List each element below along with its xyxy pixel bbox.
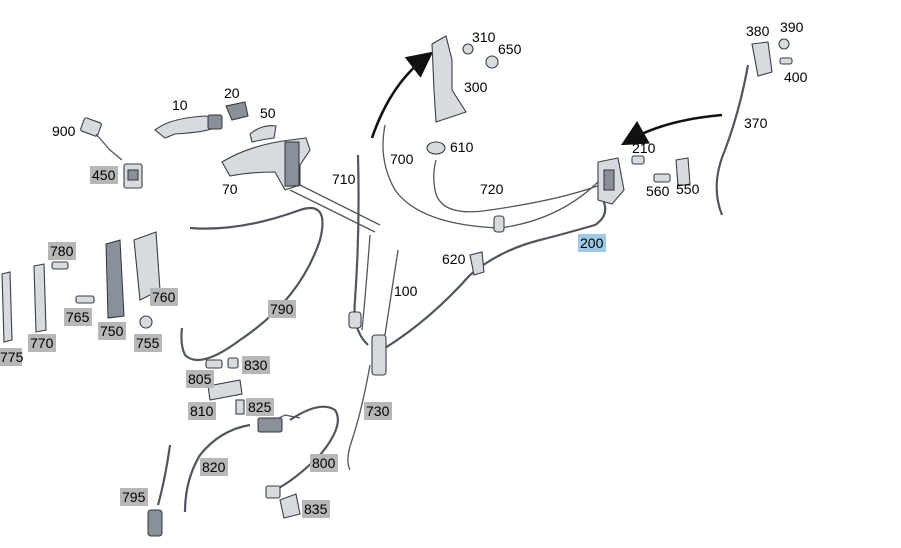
cable-700 bbox=[382, 124, 601, 229]
direction-arrow-top bbox=[370, 51, 434, 139]
cable-820 bbox=[183, 423, 251, 513]
part-10-door-handle[interactable] bbox=[154, 114, 223, 139]
cable-720 bbox=[433, 159, 601, 213]
part-20-bracket[interactable] bbox=[225, 101, 249, 121]
callout-835: 835 bbox=[304, 501, 328, 517]
part-70-handle-carrier[interactable] bbox=[221, 137, 311, 191]
callout-610: 610 bbox=[450, 139, 474, 155]
callout-800: 800 bbox=[312, 455, 336, 471]
callout-710: 710 bbox=[332, 171, 356, 187]
callout-560: 560 bbox=[646, 183, 670, 199]
callout-390: 390 bbox=[780, 19, 804, 35]
callout-790: 790 bbox=[270, 301, 294, 317]
part-775-rail[interactable] bbox=[1, 271, 13, 343]
part-810-bracket[interactable] bbox=[207, 379, 243, 401]
part-900-connector[interactable] bbox=[80, 117, 123, 161]
part-50-cap[interactable] bbox=[249, 125, 277, 143]
callout-775: 775 bbox=[0, 349, 24, 365]
part-550-bracket[interactable] bbox=[675, 157, 691, 187]
cable-sleeve-710 bbox=[348, 311, 362, 329]
part-835-connector[interactable] bbox=[279, 493, 301, 519]
callout-830: 830 bbox=[244, 357, 268, 373]
callout-20: 20 bbox=[224, 85, 240, 101]
part-380-catch[interactable] bbox=[751, 41, 773, 77]
cable-100b bbox=[361, 234, 371, 331]
part-800-connector[interactable] bbox=[265, 485, 281, 499]
callout-730: 730 bbox=[366, 403, 390, 419]
part-730-actuator[interactable] bbox=[371, 334, 387, 376]
cable-370 bbox=[715, 64, 750, 216]
callout-100: 100 bbox=[394, 283, 418, 299]
callout-795: 795 bbox=[122, 489, 146, 505]
callout-900: 900 bbox=[52, 123, 76, 139]
callout-200-selected[interactable]: 200 bbox=[578, 234, 606, 252]
callout-765: 765 bbox=[66, 309, 90, 325]
part-800-module[interactable] bbox=[257, 417, 283, 433]
callout-770: 770 bbox=[30, 335, 54, 351]
part-750-plate[interactable] bbox=[105, 239, 125, 319]
callout-720: 720 bbox=[480, 181, 504, 197]
callout-700: 700 bbox=[390, 151, 414, 167]
part-765-screw[interactable] bbox=[75, 295, 95, 304]
callout-10: 10 bbox=[172, 97, 188, 113]
part-390-screw[interactable] bbox=[778, 38, 790, 50]
callout-300: 300 bbox=[464, 79, 488, 95]
part-770-striker[interactable] bbox=[33, 263, 47, 333]
callout-810: 810 bbox=[190, 403, 214, 419]
part-830-clip[interactable] bbox=[227, 357, 239, 369]
part-200-door-lock[interactable] bbox=[597, 157, 625, 205]
callout-755: 755 bbox=[136, 335, 160, 351]
part-560-screw[interactable] bbox=[653, 173, 671, 183]
callout-210: 210 bbox=[632, 140, 656, 156]
callout-380: 380 bbox=[746, 23, 770, 39]
cable-710 bbox=[353, 154, 369, 346]
callout-620: 620 bbox=[442, 251, 466, 267]
part-780-screw[interactable] bbox=[51, 261, 69, 270]
callout-550: 550 bbox=[676, 181, 700, 197]
part-400-screw[interactable] bbox=[779, 57, 793, 65]
callout-750: 750 bbox=[100, 323, 124, 339]
callout-820: 820 bbox=[202, 459, 226, 475]
part-825-bolt[interactable] bbox=[235, 399, 245, 415]
cable-200 bbox=[384, 199, 607, 349]
cable-100 bbox=[384, 249, 399, 336]
callout-760: 760 bbox=[152, 289, 176, 305]
direction-arrow-right bbox=[620, 113, 723, 146]
callout-805: 805 bbox=[188, 371, 212, 387]
cable-730 bbox=[347, 364, 371, 471]
part-805-grommet[interactable] bbox=[205, 359, 223, 369]
callout-50: 50 bbox=[260, 105, 276, 121]
part-620-clip[interactable] bbox=[469, 251, 485, 276]
callout-200: 200 bbox=[580, 235, 604, 251]
callout-780: 780 bbox=[50, 243, 74, 259]
callout-310: 310 bbox=[472, 29, 496, 45]
callout-450: 450 bbox=[92, 167, 116, 183]
part-755-screw[interactable] bbox=[139, 315, 153, 329]
rod-70 bbox=[289, 189, 376, 233]
part-300-bracket[interactable] bbox=[431, 35, 467, 123]
part-650-nut[interactable] bbox=[485, 55, 499, 69]
callout-400: 400 bbox=[784, 69, 808, 85]
cable-sleeve-700 bbox=[493, 215, 505, 233]
rod-70b bbox=[299, 184, 381, 226]
cable-800 bbox=[274, 405, 339, 491]
cable-790 bbox=[180, 207, 324, 362]
callout-825: 825 bbox=[248, 399, 272, 415]
part-210-screw[interactable] bbox=[631, 155, 645, 165]
part-450-switch[interactable] bbox=[123, 163, 143, 189]
callout-70: 70 bbox=[222, 181, 238, 197]
part-310-screw[interactable] bbox=[462, 43, 474, 55]
part-795-sensor[interactable] bbox=[147, 444, 172, 537]
callout-370: 370 bbox=[744, 115, 768, 131]
part-610-grommet[interactable] bbox=[426, 141, 446, 155]
callout-650: 650 bbox=[498, 41, 522, 57]
